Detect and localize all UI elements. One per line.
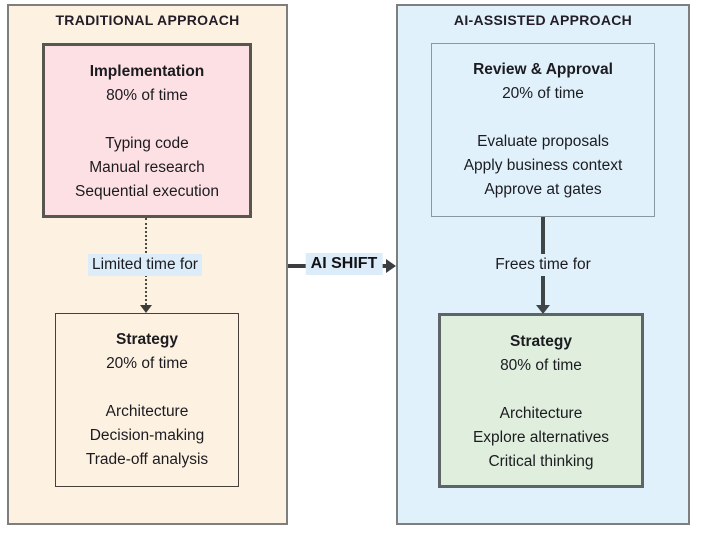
box-gap — [56, 376, 238, 400]
box-item: Evaluate proposals — [477, 133, 609, 150]
box-item: Decision-making — [89, 427, 205, 444]
box-heading: Implementation — [89, 63, 205, 80]
implementation-box: Implementation 80% of time Typing code M… — [42, 43, 252, 218]
box-subheading: 20% of time — [106, 355, 188, 372]
box-subheading: 20% of time — [502, 85, 584, 102]
strategy-box-traditional: Strategy 20% of time Architecture Decisi… — [55, 313, 239, 487]
box-item: Approve at gates — [484, 181, 602, 198]
box-gap — [441, 378, 641, 402]
box-heading: Strategy — [509, 333, 573, 350]
right-arrowhead-icon — [386, 259, 396, 273]
box-heading: Strategy — [115, 331, 179, 348]
box-gap — [432, 106, 654, 130]
review-approval-box: Review & Approval 20% of time Evaluate p… — [431, 43, 655, 217]
down-arrowhead-icon — [140, 305, 152, 313]
ai-shift-label: AI SHIFT — [305, 253, 383, 275]
box-subheading: 80% of time — [500, 357, 582, 374]
box-gap — [45, 108, 249, 132]
box-subheading: 80% of time — [106, 87, 188, 104]
panel-title-traditional: TRADITIONAL APPROACH — [55, 12, 240, 28]
traditional-approach-panel: TRADITIONAL APPROACH Implementation 80% … — [7, 4, 288, 525]
box-item: Manual research — [89, 159, 205, 176]
box-heading: Review & Approval — [473, 61, 613, 78]
box-item: Trade-off analysis — [85, 451, 209, 468]
box-item: Explore alternatives — [472, 429, 610, 446]
box-item: Apply business context — [463, 157, 623, 174]
box-item: Architecture — [499, 405, 583, 422]
limited-time-label: Limited time for — [88, 254, 202, 276]
box-item: Critical thinking — [488, 453, 594, 470]
ai-assisted-approach-panel: AI-ASSISTED APPROACH Review & Approval 2… — [396, 4, 690, 525]
panel-title-ai-assisted: AI-ASSISTED APPROACH — [453, 12, 633, 28]
strategy-box-ai: Strategy 80% of time Architecture Explor… — [438, 313, 644, 488]
down-arrowhead-icon — [536, 305, 550, 314]
box-item: Typing code — [105, 135, 189, 152]
box-item: Architecture — [105, 403, 189, 420]
box-item: Sequential execution — [75, 183, 219, 200]
frees-time-label: Frees time for — [491, 254, 595, 276]
